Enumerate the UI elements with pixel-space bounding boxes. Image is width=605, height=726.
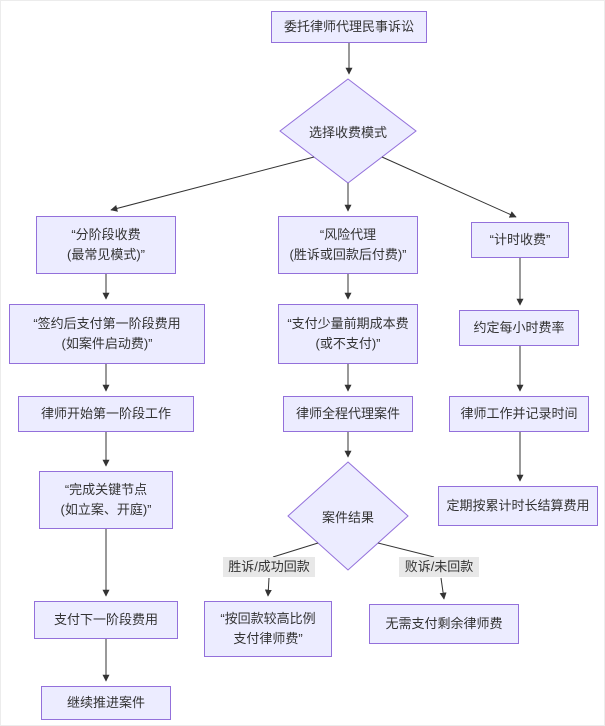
node-pay-high-ratio: “按回款较高比例 支付律师费”: [204, 601, 332, 657]
edge-choose-to-staged: [110, 156, 315, 212]
node-risk-agency: “风险代理 (胜诉或回款后付费)”: [278, 216, 418, 274]
node-small-upfront-cost: “支付少量前期成本费 (或不支付)”: [278, 304, 418, 364]
edge-winlabel-to-payratio: [264, 577, 272, 597]
node-continue-case: 继续推进案件: [41, 686, 171, 720]
edge-label-lose: 败诉/未回款: [399, 557, 479, 577]
node-lawyer-full-agency: 律师全程代理案件: [283, 396, 413, 432]
node-hourly-fee: “计时收费”: [471, 222, 569, 258]
edge-result-to-loselabel: [377, 542, 435, 558]
node-periodic-settlement: 定期按累计时长结算费用: [438, 486, 598, 526]
node-lawyer-records-time: 律师工作并记录时间: [449, 396, 589, 432]
node-agree-hourly-rate: 约定每小时费率: [459, 310, 579, 346]
decision-case-result-label: 案件结果: [321, 509, 374, 525]
decision-choose-mode-label: 选择收费模式: [308, 124, 387, 140]
node-staged-fee: “分阶段收费 (最常见模式)”: [36, 216, 176, 274]
edge-choose-to-hourly: [381, 156, 517, 218]
node-complete-milestones: “完成关键节点 (如立案、开庭)”: [39, 471, 173, 529]
node-no-remaining-fee: 无需支付剩余律师费: [369, 604, 519, 644]
edge-loselabel-to-nofee: [439, 577, 447, 600]
node-start: 委托律师代理民事诉讼: [271, 11, 427, 43]
node-lawyer-starts-first-stage: 律师开始第一阶段工作: [18, 396, 194, 432]
node-pay-next-stage: 支付下一阶段费用: [34, 601, 178, 639]
edge-result-to-winlabel: [272, 542, 319, 558]
edge-label-win: 胜诉/成功回款: [223, 557, 315, 577]
node-first-stage-payment: “签约后支付第一阶段费用 (如案件启动费)”: [9, 304, 205, 364]
